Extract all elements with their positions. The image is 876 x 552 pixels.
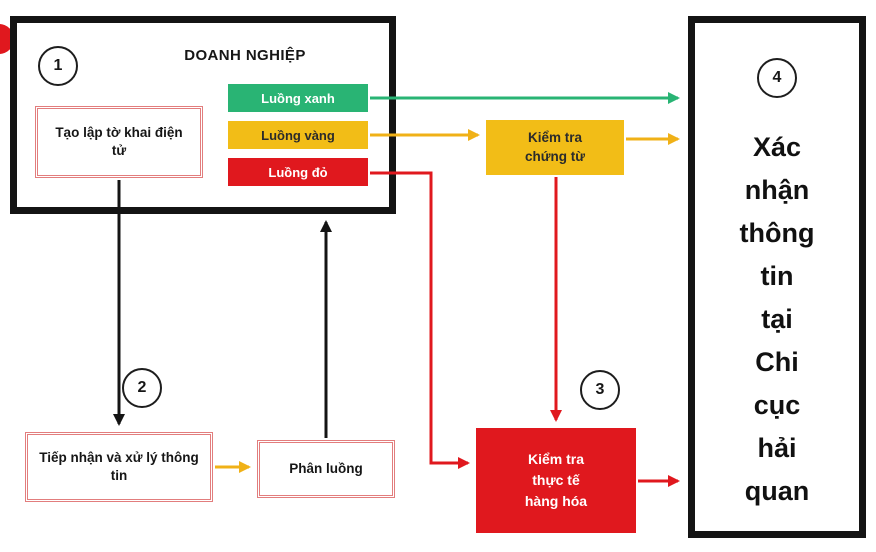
document-check-label: Kiểm tra chứng từ [524,130,586,164]
receive-process-box: Tiếp nhận và xử lý thông tin [25,432,213,502]
create-declaration-box: Tạo lập tờ khai điện tử [35,106,203,178]
physical-check-box: Kiểm tra thực tế hàng hóa [476,428,636,533]
routing-label: Phân luồng [289,460,363,476]
routing-box: Phân luồng [257,440,395,498]
red-lane-label: Luồng đỏ [268,164,328,180]
step-1-circle: 1 [38,46,78,86]
step-2-number: 2 [137,379,147,396]
receive-process-label: Tiếp nhận và xử lý thông tin [39,449,199,483]
customs-confirmation-box [688,16,866,538]
yellow-lane-label: Luồng vàng [261,127,335,143]
step-4-number: 4 [772,69,782,86]
step-3-circle: 3 [580,370,620,410]
create-declaration-label: Tạo lập tờ khai điện tử [55,124,183,158]
step-1-number: 1 [53,57,63,74]
document-check-box: Kiểm tra chứng từ [486,120,624,175]
green-lane-bar: Luồng xanh [228,84,368,112]
step-4-circle: 4 [757,58,797,98]
step-3-number: 3 [595,381,605,398]
physical-check-label: Kiểm tra thực tế hàng hóa [524,451,588,509]
yellow-lane-bar: Luồng vàng [228,121,368,149]
green-lane-label: Luồng xanh [261,90,335,106]
red-lane-bar: Luồng đỏ [228,158,368,186]
enterprise-title: DOANH NGHIỆP [184,47,306,64]
arrow-red-lane-to-physical-check [370,171,470,469]
step-2-circle: 2 [122,368,162,408]
